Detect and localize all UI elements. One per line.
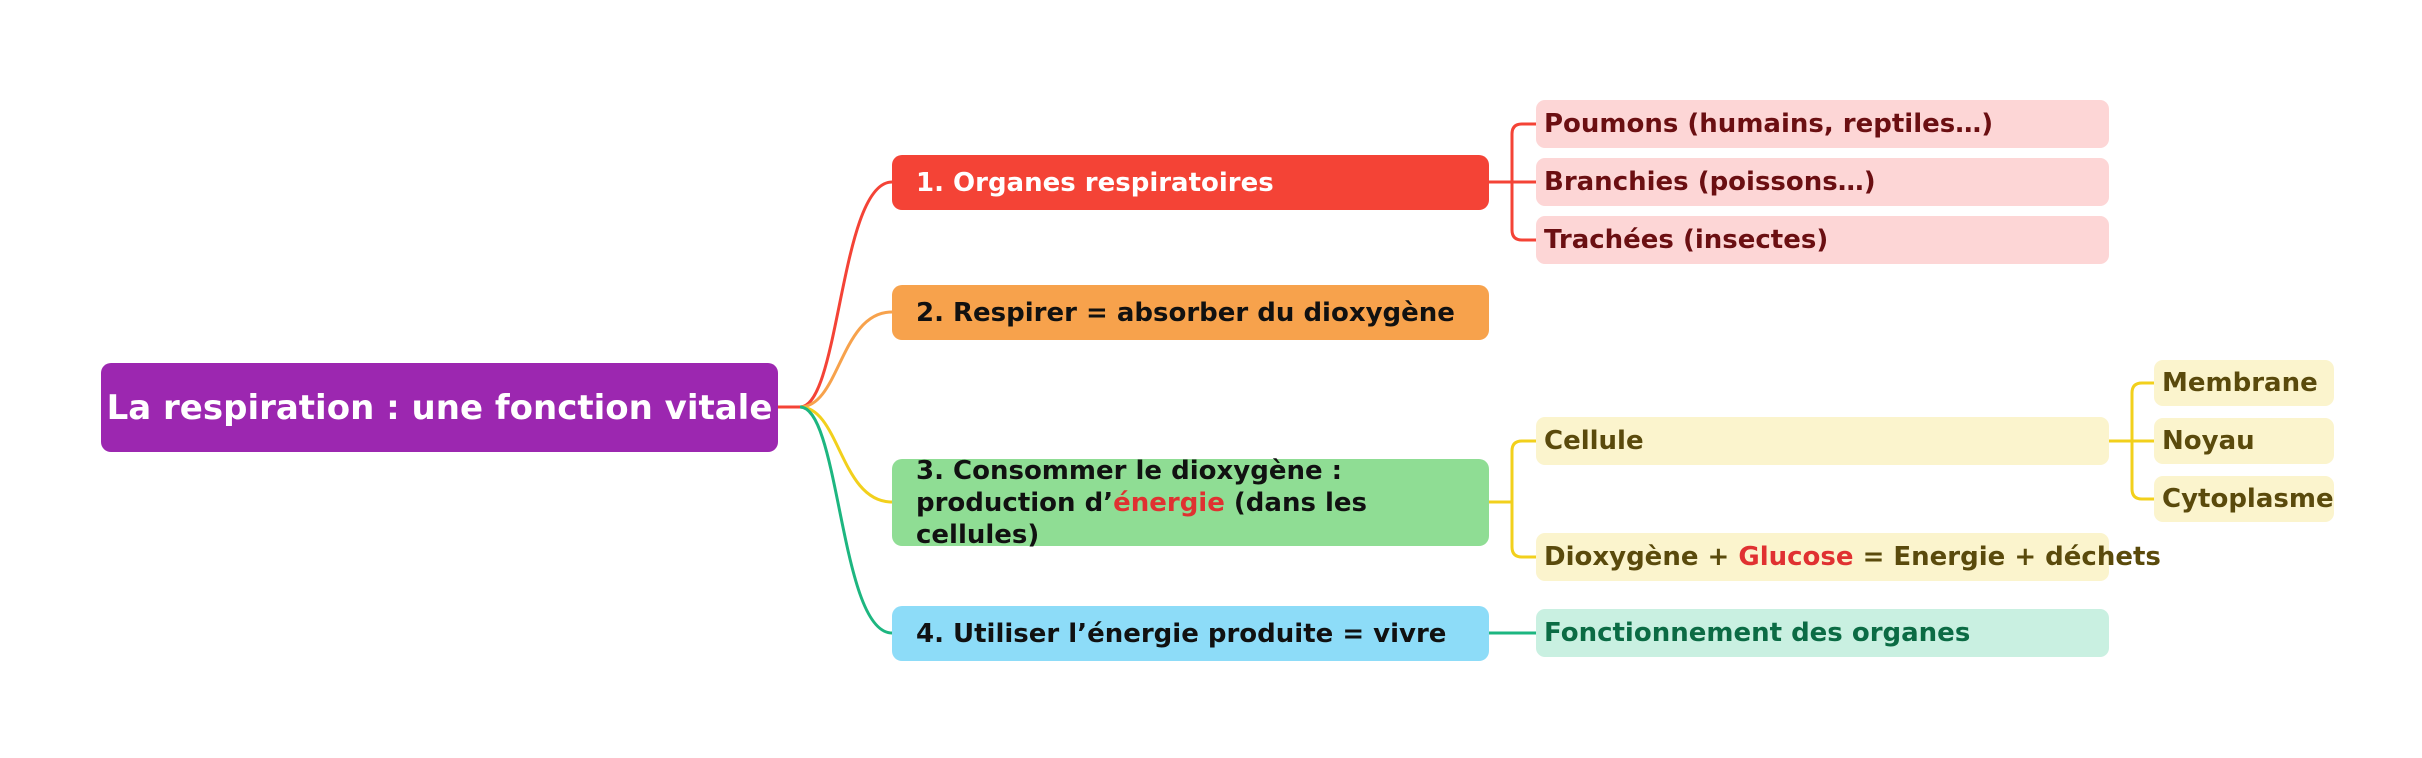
leaf-trachees[interactable]: Trachées (insectes): [1536, 216, 2109, 264]
leaf-branchies[interactable]: Branchies (poissons…): [1536, 158, 2109, 206]
connector-root-branch-2: [799, 310, 893, 409]
root-label: La respiration : une fonction vitale: [106, 387, 773, 428]
branch-utiliser-energie[interactable]: 4. Utiliser l’énergie produite = vivre: [892, 606, 1489, 661]
leaf-noyau[interactable]: Noyau: [2154, 418, 2334, 464]
branch-1-label: 1. Organes respiratoires: [916, 167, 1274, 198]
branch-2-label: 2. Respirer = absorber du dioxygène: [916, 297, 1455, 328]
branch-4-label: 4. Utiliser l’énergie produite = vivre: [916, 618, 1447, 649]
equation-before: Dioxygène +: [1544, 542, 1739, 572]
branch-3-label-before: 3. Consommer le dioxygène : production d…: [916, 455, 1343, 518]
leaf-cellule-label: Cellule: [1544, 426, 1644, 456]
root-node[interactable]: La respiration : une fonction vitale: [101, 363, 778, 452]
leaf-membrane[interactable]: Membrane: [2154, 360, 2334, 406]
leaf-poumons[interactable]: Poumons (humains, reptiles…): [1536, 100, 2109, 148]
leaf-membrane-label: Membrane: [2162, 368, 2318, 398]
leaf-trachees-label: Trachées (insectes): [1544, 225, 1829, 255]
leaf-noyau-label: Noyau: [2162, 426, 2255, 456]
branch-3-label: 3. Consommer le dioxygène : production d…: [916, 455, 1471, 551]
branch-3-label-highlight: énergie: [1113, 487, 1225, 518]
connector-root-branch-3: [799, 405, 893, 504]
branch-consommer-dioxygene[interactable]: 3. Consommer le dioxygène : production d…: [892, 456, 1489, 550]
leaf-poumons-label: Poumons (humains, reptiles…): [1544, 109, 1994, 139]
leaf-dioxygene-glucose[interactable]: Dioxygène + Glucose = Energie + déchets: [1536, 533, 2161, 581]
connector-root-branch-1: [778, 180, 893, 409]
connector-cellule-children: [2109, 381, 2154, 501]
leaf-cellule[interactable]: Cellule: [1536, 417, 2109, 465]
connector-b3-children: [1489, 439, 1536, 559]
equation-highlight: Glucose: [1738, 542, 1854, 572]
leaf-cytoplasme-label: Cytoplasme: [2162, 484, 2334, 514]
leaf-branchies-label: Branchies (poissons…): [1544, 167, 1876, 197]
leaf-fonctionnement-label: Fonctionnement des organes: [1544, 618, 1971, 648]
connector-root-branch-4: [799, 405, 893, 635]
equation-after: = Energie + déchets: [1853, 542, 2161, 572]
leaf-fonctionnement-organes[interactable]: Fonctionnement des organes: [1536, 609, 2109, 657]
branch-respirer[interactable]: 2. Respirer = absorber du dioxygène: [892, 285, 1489, 340]
connector-b1-children: [1489, 122, 1536, 242]
branch-3-label-after: (dans les cellules): [916, 487, 1368, 550]
branch-organes-respiratoires[interactable]: 1. Organes respiratoires: [892, 155, 1489, 210]
leaf-cytoplasme[interactable]: Cytoplasme: [2154, 476, 2334, 522]
leaf-equation-label: Dioxygène + Glucose = Energie + déchets: [1544, 542, 2161, 572]
